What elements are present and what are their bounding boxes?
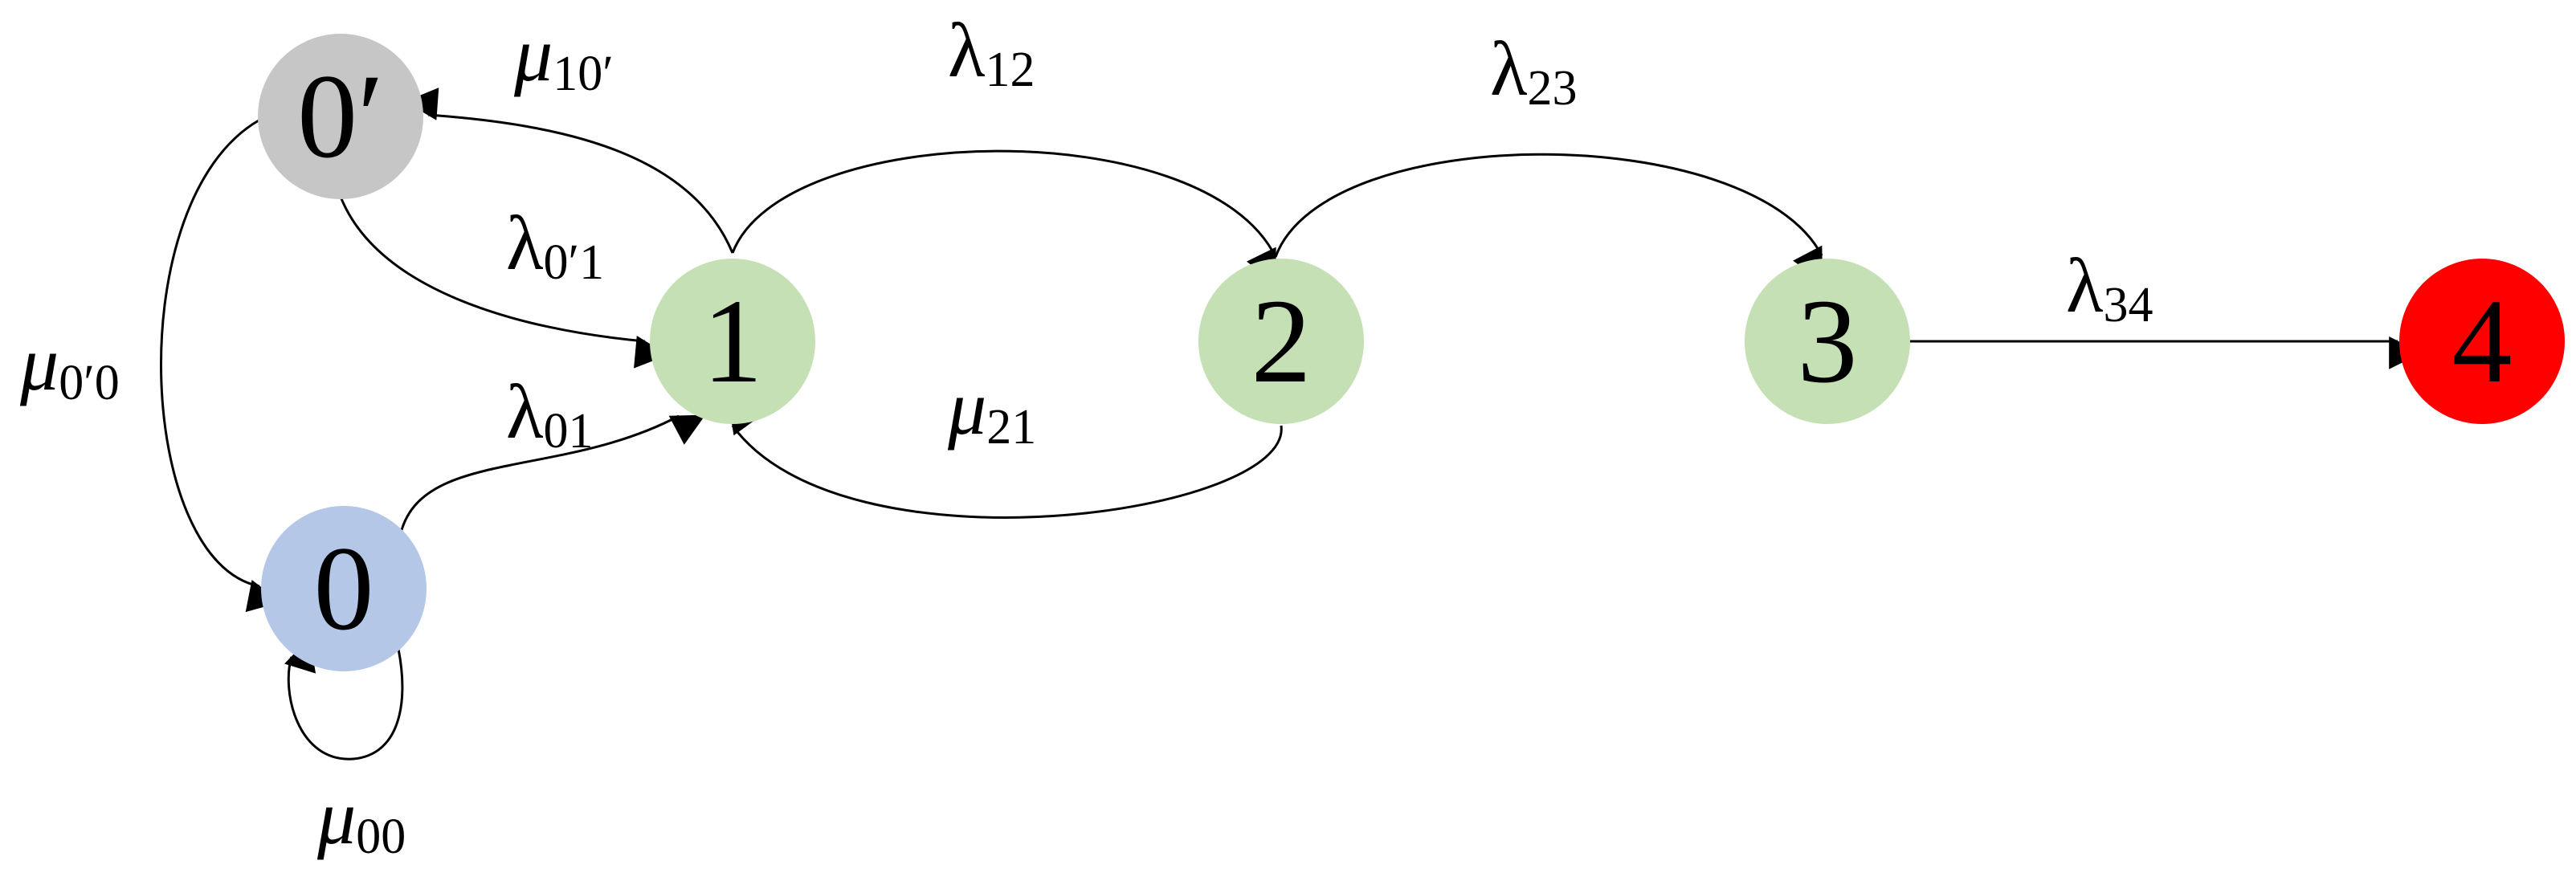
node-3-circle <box>1745 259 1910 424</box>
label-mu0p0: μ0′0 <box>19 320 120 410</box>
label-l12: λ12 <box>948 7 1035 97</box>
node-0: 0 <box>261 506 427 671</box>
edge-l01 <box>400 414 706 531</box>
label-l23-symbol: λ <box>1490 26 1528 112</box>
label-l34-symbol: λ <box>2066 243 2104 328</box>
label-mu21-sub: 21 <box>986 400 1036 455</box>
edge-mu0p0 <box>159 119 281 613</box>
label-l01: λ01 <box>506 369 594 459</box>
label-mu00-symbol: μ <box>316 774 356 860</box>
label-mu0p0-symbol: μ <box>19 320 59 406</box>
label-l01-sub: 01 <box>544 404 594 459</box>
node-1: 1 <box>650 259 815 424</box>
node-4: 4 <box>2399 259 2565 424</box>
edge-mu10p <box>405 88 734 254</box>
label-mu0p0-sub: 0′0 <box>59 356 120 410</box>
label-mu10p: μ10′ <box>513 11 614 101</box>
node-4-circle <box>2399 259 2565 424</box>
label-l23-sub: 23 <box>1528 61 1578 116</box>
label-mu00-sub: 00 <box>356 809 406 864</box>
node-1-label: 1 <box>703 275 763 408</box>
label-mu21: μ21 <box>947 365 1036 455</box>
label-l34: λ34 <box>2066 243 2153 332</box>
label-l34-sub: 34 <box>2104 278 2153 332</box>
label-l12-symbol: λ <box>948 7 986 93</box>
edge-mu21 <box>727 399 1283 519</box>
label-l0p1: λ0′1 <box>506 200 604 290</box>
label-l01-symbol: λ <box>506 369 544 455</box>
label-mu21-symbol: μ <box>947 365 986 451</box>
label-mu10p-sub: 10′ <box>553 47 614 101</box>
node-0-circle <box>261 506 427 671</box>
node-0prime: 0′ <box>258 34 423 199</box>
node-0prime-label: 0′ <box>297 50 384 183</box>
label-mu10p-symbol: μ <box>513 11 553 97</box>
node-0prime-circle <box>258 34 423 199</box>
edge-l12 <box>731 149 1277 284</box>
edge-mu00 <box>284 637 404 761</box>
label-l0p1-sub: 0′1 <box>544 235 605 290</box>
node-4-label: 4 <box>2452 275 2513 408</box>
label-l0p1-symbol: λ <box>506 200 544 286</box>
edge-l0p1 <box>339 196 668 369</box>
edge-l23 <box>1274 153 1823 283</box>
node-2: 2 <box>1198 259 1364 424</box>
node-3-label: 3 <box>1798 275 1858 408</box>
label-mu00: μ00 <box>316 774 406 864</box>
node-0-label: 0 <box>314 522 374 655</box>
node-2-circle <box>1198 259 1364 424</box>
node-3: 3 <box>1745 259 1910 424</box>
label-l23: λ23 <box>1490 26 1578 116</box>
node-1-circle <box>650 259 815 424</box>
label-l12-sub: 12 <box>986 43 1035 97</box>
node-2-label: 2 <box>1251 275 1312 408</box>
